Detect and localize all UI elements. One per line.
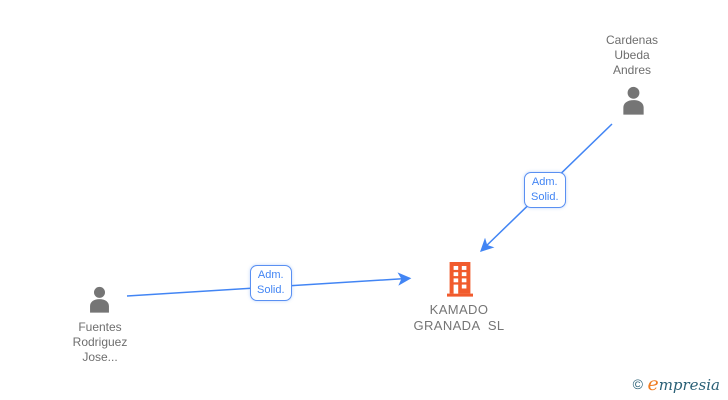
edge-label-left: Adm. Solid. <box>250 265 292 301</box>
edge-label-right: Adm. Solid. <box>524 172 566 208</box>
brand-initial: e <box>647 373 659 395</box>
node-label-person-left[interactable]: Fuentes Rodriguez Jose... <box>72 320 128 364</box>
node-label-person-top[interactable]: Cardenas Ubeda Andres <box>605 33 659 77</box>
node-person-top[interactable] <box>619 86 648 120</box>
node-company[interactable] <box>447 262 473 302</box>
person-icon <box>90 286 109 313</box>
brand-rest: mpresia <box>658 376 720 394</box>
node-label-company[interactable]: KAMADO GRANADA SL <box>413 302 505 333</box>
node-person-left[interactable] <box>86 286 113 318</box>
building-icon <box>447 262 473 297</box>
empresia-logo[interactable]: © empresia <box>633 373 720 395</box>
copyright-symbol: © <box>632 376 643 392</box>
person-icon <box>623 86 644 115</box>
